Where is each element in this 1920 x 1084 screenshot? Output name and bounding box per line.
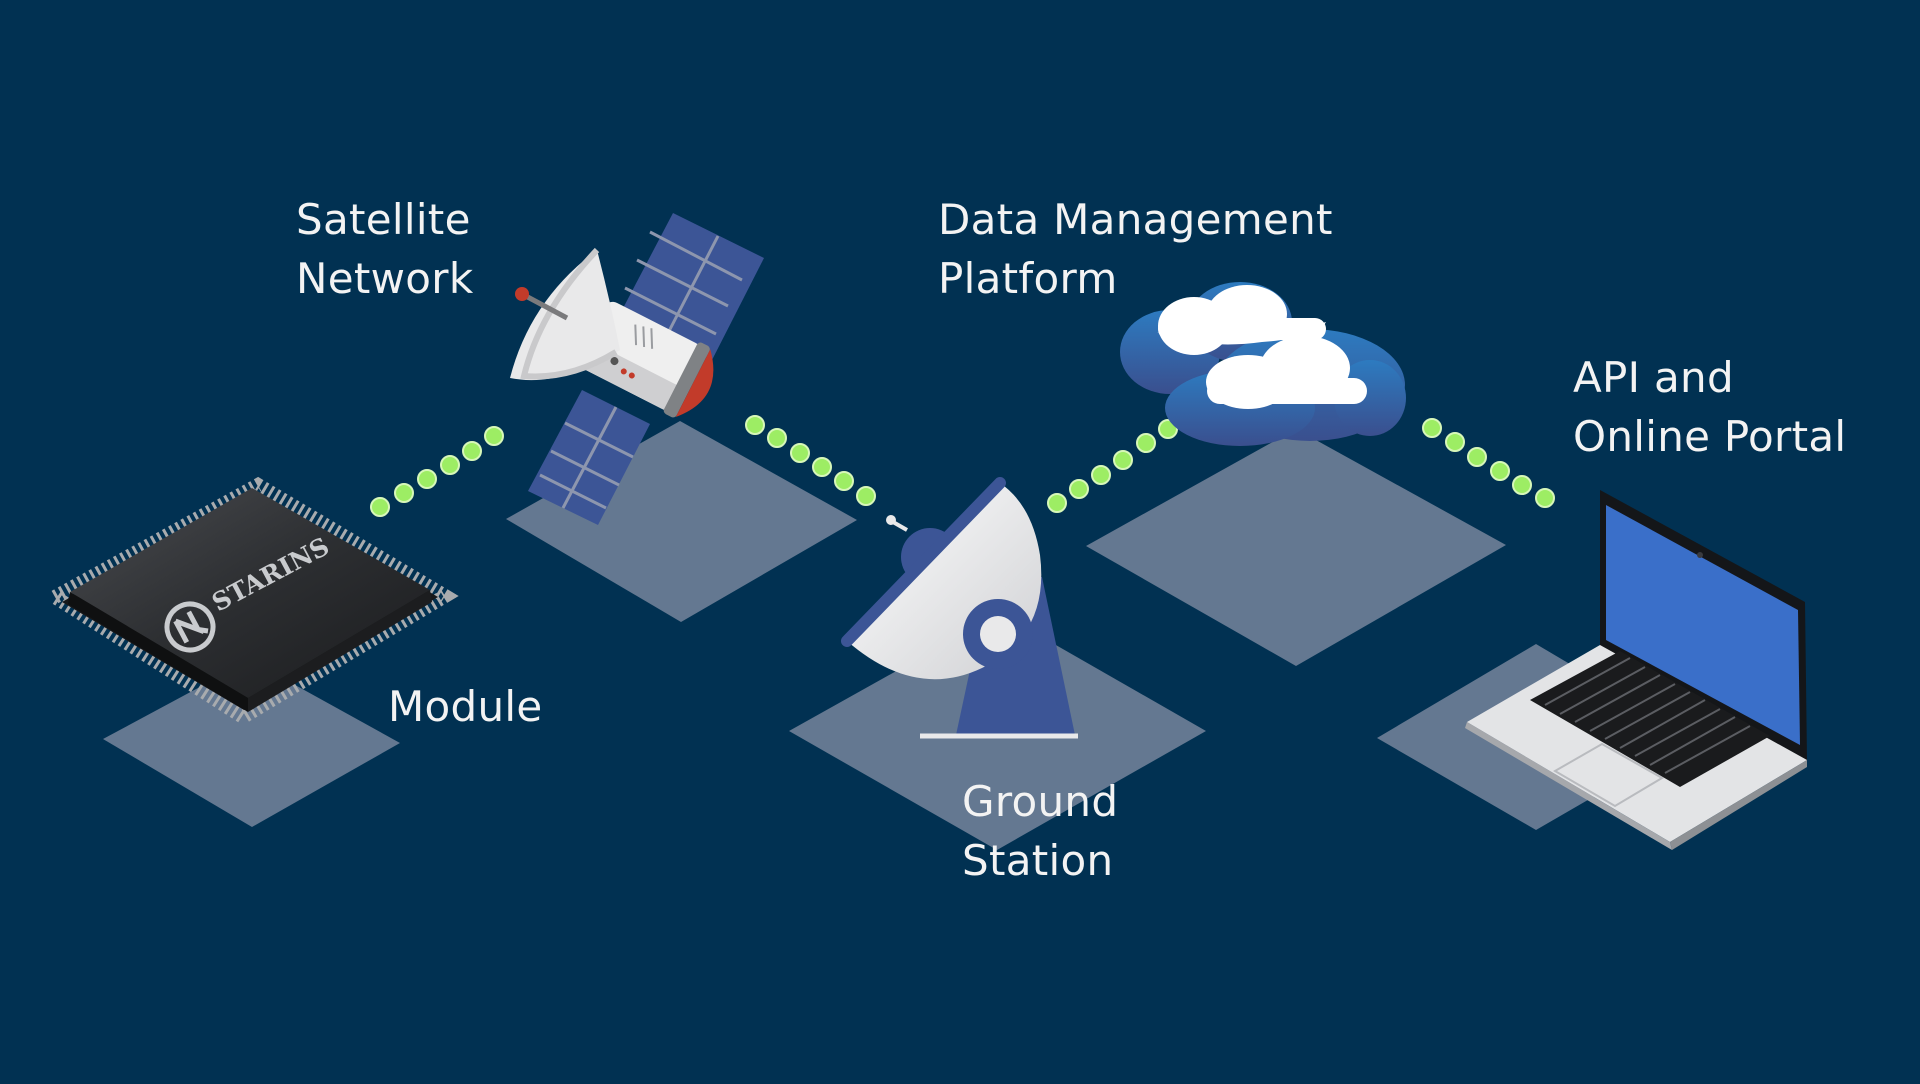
signal-path-satellite-to-ground — [745, 415, 876, 506]
solar-panel-lower — [528, 390, 650, 525]
signal-path-ground-to-cloud — [1047, 419, 1178, 513]
signal-dot — [745, 415, 765, 435]
signal-dot — [1512, 475, 1532, 495]
laptop-icon — [1465, 490, 1807, 850]
label-line: Satellite — [296, 195, 471, 244]
signal-dot — [1422, 418, 1442, 438]
signal-dots — [370, 415, 1555, 517]
signal-path-cloud-to-portal — [1422, 418, 1555, 508]
signal-dot — [370, 497, 390, 517]
signal-dot — [1467, 447, 1487, 467]
signal-path-module-to-satellite — [370, 426, 504, 517]
signal-dot — [1490, 461, 1510, 481]
api-online-portal-label: API and Online Portal — [1573, 348, 1846, 466]
label-line: Module — [388, 682, 543, 731]
chip-icon: STARINS — [41, 476, 459, 726]
label-line: API and — [1573, 353, 1734, 402]
signal-dot — [1069, 479, 1089, 499]
signal-dot — [812, 457, 832, 477]
data-platform — [1086, 429, 1506, 666]
label-line: Platform — [938, 254, 1118, 303]
signal-dot — [462, 441, 482, 461]
signal-dot — [1113, 450, 1133, 470]
satellite-dish — [510, 247, 620, 381]
signal-dot — [790, 443, 810, 463]
starins-logo-icon — [164, 601, 216, 653]
label-line: Station — [962, 836, 1114, 885]
module-label: Module — [388, 677, 543, 736]
signal-dot — [1091, 465, 1111, 485]
label-line: Data Management — [938, 195, 1333, 244]
satellite-icon — [510, 213, 764, 525]
signal-dot — [856, 486, 876, 506]
signal-dot — [767, 428, 787, 448]
signal-dot — [394, 483, 414, 503]
signal-dot — [1535, 488, 1555, 508]
satellite-network-label: Satellite Network — [296, 190, 473, 308]
signal-dot — [484, 426, 504, 446]
signal-dot — [834, 471, 854, 491]
signal-dot — [417, 469, 437, 489]
signal-dot — [440, 455, 460, 475]
signal-dot — [1047, 493, 1067, 513]
signal-dot — [1445, 432, 1465, 452]
signal-dot — [1136, 433, 1156, 453]
label-line: Online Portal — [1573, 412, 1847, 461]
label-line: Ground — [962, 777, 1119, 826]
cloud-icon — [1120, 282, 1406, 446]
data-management-platform-label: Data Management Platform — [938, 190, 1333, 308]
ground-station-label: Ground Station — [962, 772, 1118, 890]
satellite-dish-icon — [841, 477, 1078, 739]
module-platform — [103, 660, 400, 827]
label-line: Network — [296, 254, 474, 303]
